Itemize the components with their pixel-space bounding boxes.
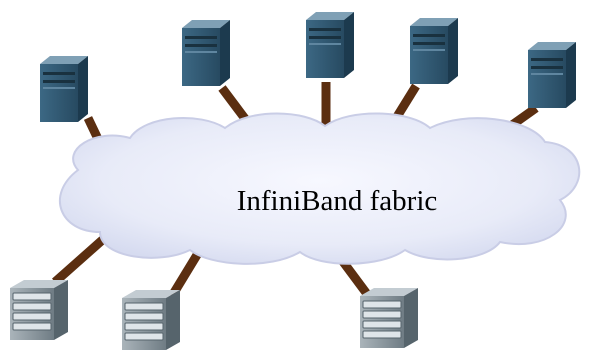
server-icon xyxy=(528,42,576,108)
links xyxy=(52,82,539,301)
server-icon xyxy=(40,56,88,122)
storage-array-icon xyxy=(9,279,69,341)
storage-array-icon xyxy=(359,287,419,349)
cloud-icon: InfiniBand fabric xyxy=(59,112,581,265)
server-icon xyxy=(410,18,458,84)
server-icon xyxy=(182,20,230,86)
link-storage-2 xyxy=(168,247,204,299)
storage-array-icon xyxy=(121,289,181,351)
fabric-label: InfiniBand fabric xyxy=(237,185,438,217)
server-icon xyxy=(306,12,354,78)
link-storage-1 xyxy=(52,231,111,286)
